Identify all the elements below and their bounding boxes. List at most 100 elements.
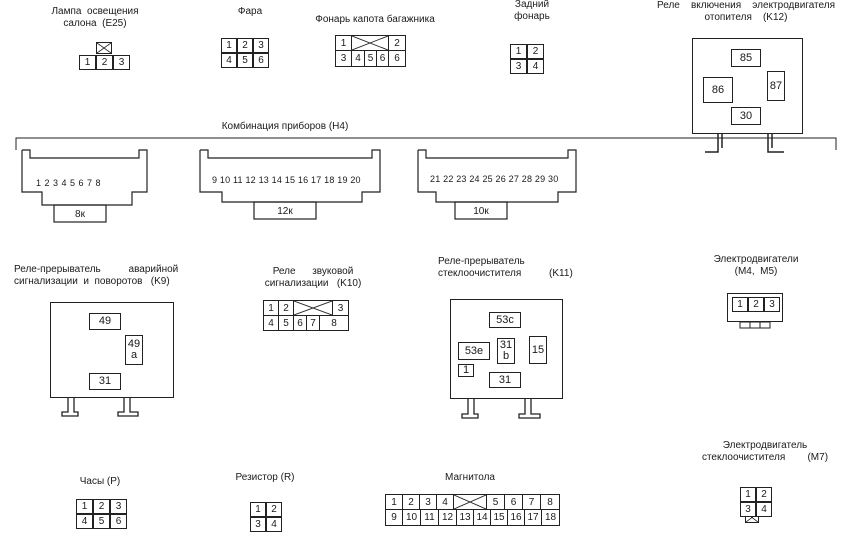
rear-connector: 1 2 3 4 [510, 44, 544, 74]
pin-cell: 1 [510, 44, 527, 59]
k11-relay-body: 53с 53е 31 b 15 1 31 [450, 299, 563, 399]
pin-cell: 4 [221, 53, 237, 68]
clock-connector: 1 2 3 4 5 6 [76, 499, 127, 529]
pin-cell: 5 [237, 53, 253, 68]
relay-pin: 31 [89, 373, 121, 390]
rear-title: Задний фонарь [514, 0, 550, 22]
k10-title: Реле звуковой сигнализации (K10) [264, 266, 362, 289]
pin-cell: 4 [266, 517, 282, 532]
e25-title: Лампа освещения салона (E25) [51, 6, 139, 29]
cross-cell-icon [453, 494, 487, 510]
hood-connector: 1 2 3 4 5 6 6 6 [335, 35, 406, 67]
pin-cell: 6 [253, 53, 269, 68]
pin-cell: 1 [732, 297, 748, 312]
k9-relay-body: 49 49 а 31 [50, 302, 174, 398]
pin-cell: 2 [237, 38, 253, 53]
pin-cell: 2 [748, 297, 764, 312]
k12-title: Реле включения электродвигателя отопител… [657, 0, 835, 23]
pin-cell: 7 [522, 494, 541, 510]
pin-cell: 8 [319, 315, 349, 331]
pin-cell: 16 [507, 509, 525, 526]
relay-pin: 31 [489, 372, 521, 388]
pin-cell: 8 [540, 494, 560, 510]
pin-cell: 14 [473, 509, 491, 526]
cross-cell-icon [96, 42, 112, 54]
pin-cell: 6 [504, 494, 523, 510]
pin-cell: 2 [93, 499, 110, 514]
relay-pin: 87 [767, 71, 785, 101]
m7-title: Электродвигатель стеклоочистителя (M7) [701, 440, 829, 463]
pin-cell: 2 [756, 487, 772, 502]
k11-title: Реле-прерыватель стеклоочистителя (K11) [438, 256, 573, 279]
relay-pin: 53с [489, 312, 521, 328]
pin-cell: 3 [740, 502, 756, 517]
relay-pin: 86 [703, 77, 733, 103]
relay-pin: 49 [89, 313, 121, 330]
pin-cell: 11 [420, 509, 439, 526]
resistor-title: Резистор (R) [235, 472, 295, 483]
h4-block3-pins: 21 22 23 24 25 26 27 28 29 30 [430, 174, 559, 184]
h4-block3-tag: 10к [473, 205, 489, 217]
relay-pin: 15 [529, 336, 547, 364]
pin-cell: 1 [385, 494, 403, 510]
pin-cell: 13 [456, 509, 474, 526]
h4-block2-tag: 12к [277, 205, 293, 217]
pin-cell: 3 [332, 300, 349, 316]
pin-cell: 2 [266, 502, 282, 517]
pin-cell: 3 [510, 59, 527, 74]
pin-cell: 1 [740, 487, 756, 502]
relay-pin: 49 а [125, 335, 143, 365]
pin-cell: 9 [385, 509, 403, 526]
m4m5-cells: 1 2 3 [732, 297, 780, 312]
pin-cell: 2 [527, 44, 544, 59]
pin-cell: 10 [402, 509, 421, 526]
pin-cell: 5 [93, 514, 110, 529]
h4-title: Комбинация приборов (H4) [221, 121, 349, 132]
radio-connector: 1 2 3 4 5 6 7 8 9 10 11 12 13 14 15 16 1… [385, 494, 560, 526]
pin-cell: 4 [76, 514, 93, 529]
pin-cell: 2 [402, 494, 420, 510]
pin-cell: 3 [110, 499, 127, 514]
k12-relay-body: 85 86 87 30 [692, 38, 803, 134]
relay-pin: 85 [731, 49, 761, 67]
h4-block1-tag: 8к [75, 208, 85, 220]
m7-connector: 1 2 3 4 [740, 487, 772, 517]
clock-title: Часы (P) [79, 476, 121, 487]
hood-title: Фонарь капота багажника [315, 14, 435, 25]
pin-cell: 4 [436, 494, 454, 510]
pin-cell: 3 [250, 517, 266, 532]
pin-cell: 3 [253, 38, 269, 53]
pin-cell: 3 [113, 55, 130, 70]
pin-cell: 4 [756, 502, 772, 517]
pin-cell: 1 [79, 55, 96, 70]
m4m5-connector: 1 2 3 [727, 293, 783, 322]
pin-cell: 15 [490, 509, 508, 526]
relay-pin: 1 [458, 364, 474, 377]
h4-block1-pins: 1 2 3 4 5 6 7 8 [36, 178, 102, 188]
pin-cell: 3 [764, 297, 780, 312]
relay-pin: 53е [458, 342, 490, 360]
e25-connector: 1 2 3 [79, 55, 130, 70]
pin-cell: 2 [96, 55, 113, 70]
k10-connector: 1 2 3 4 5 6 7 8 [263, 300, 349, 331]
pin-cell: 6 [388, 50, 406, 67]
h4-block2-pins: 9 10 11 12 13 14 15 16 17 18 19 20 [212, 175, 361, 185]
pin-cell: 1 [76, 499, 93, 514]
pin-cell: 6 [110, 514, 127, 529]
relay-pin: 30 [731, 107, 761, 125]
m4m5-title: Электродвигатели (M4, M5) [713, 254, 799, 277]
pin-cell: 1 [221, 38, 237, 53]
relay-pin: 31 b [497, 338, 515, 364]
pin-cell: 17 [524, 509, 542, 526]
k9-title: Реле-прерыватель аварийной сигнализации … [14, 264, 179, 287]
pin-cell: 1 [250, 502, 266, 517]
fara-connector: 1 2 3 4 5 6 [221, 38, 269, 68]
radio-title: Магнитола [445, 472, 495, 483]
pin-cell: 3 [419, 494, 437, 510]
fara-title: Фара [237, 6, 263, 17]
